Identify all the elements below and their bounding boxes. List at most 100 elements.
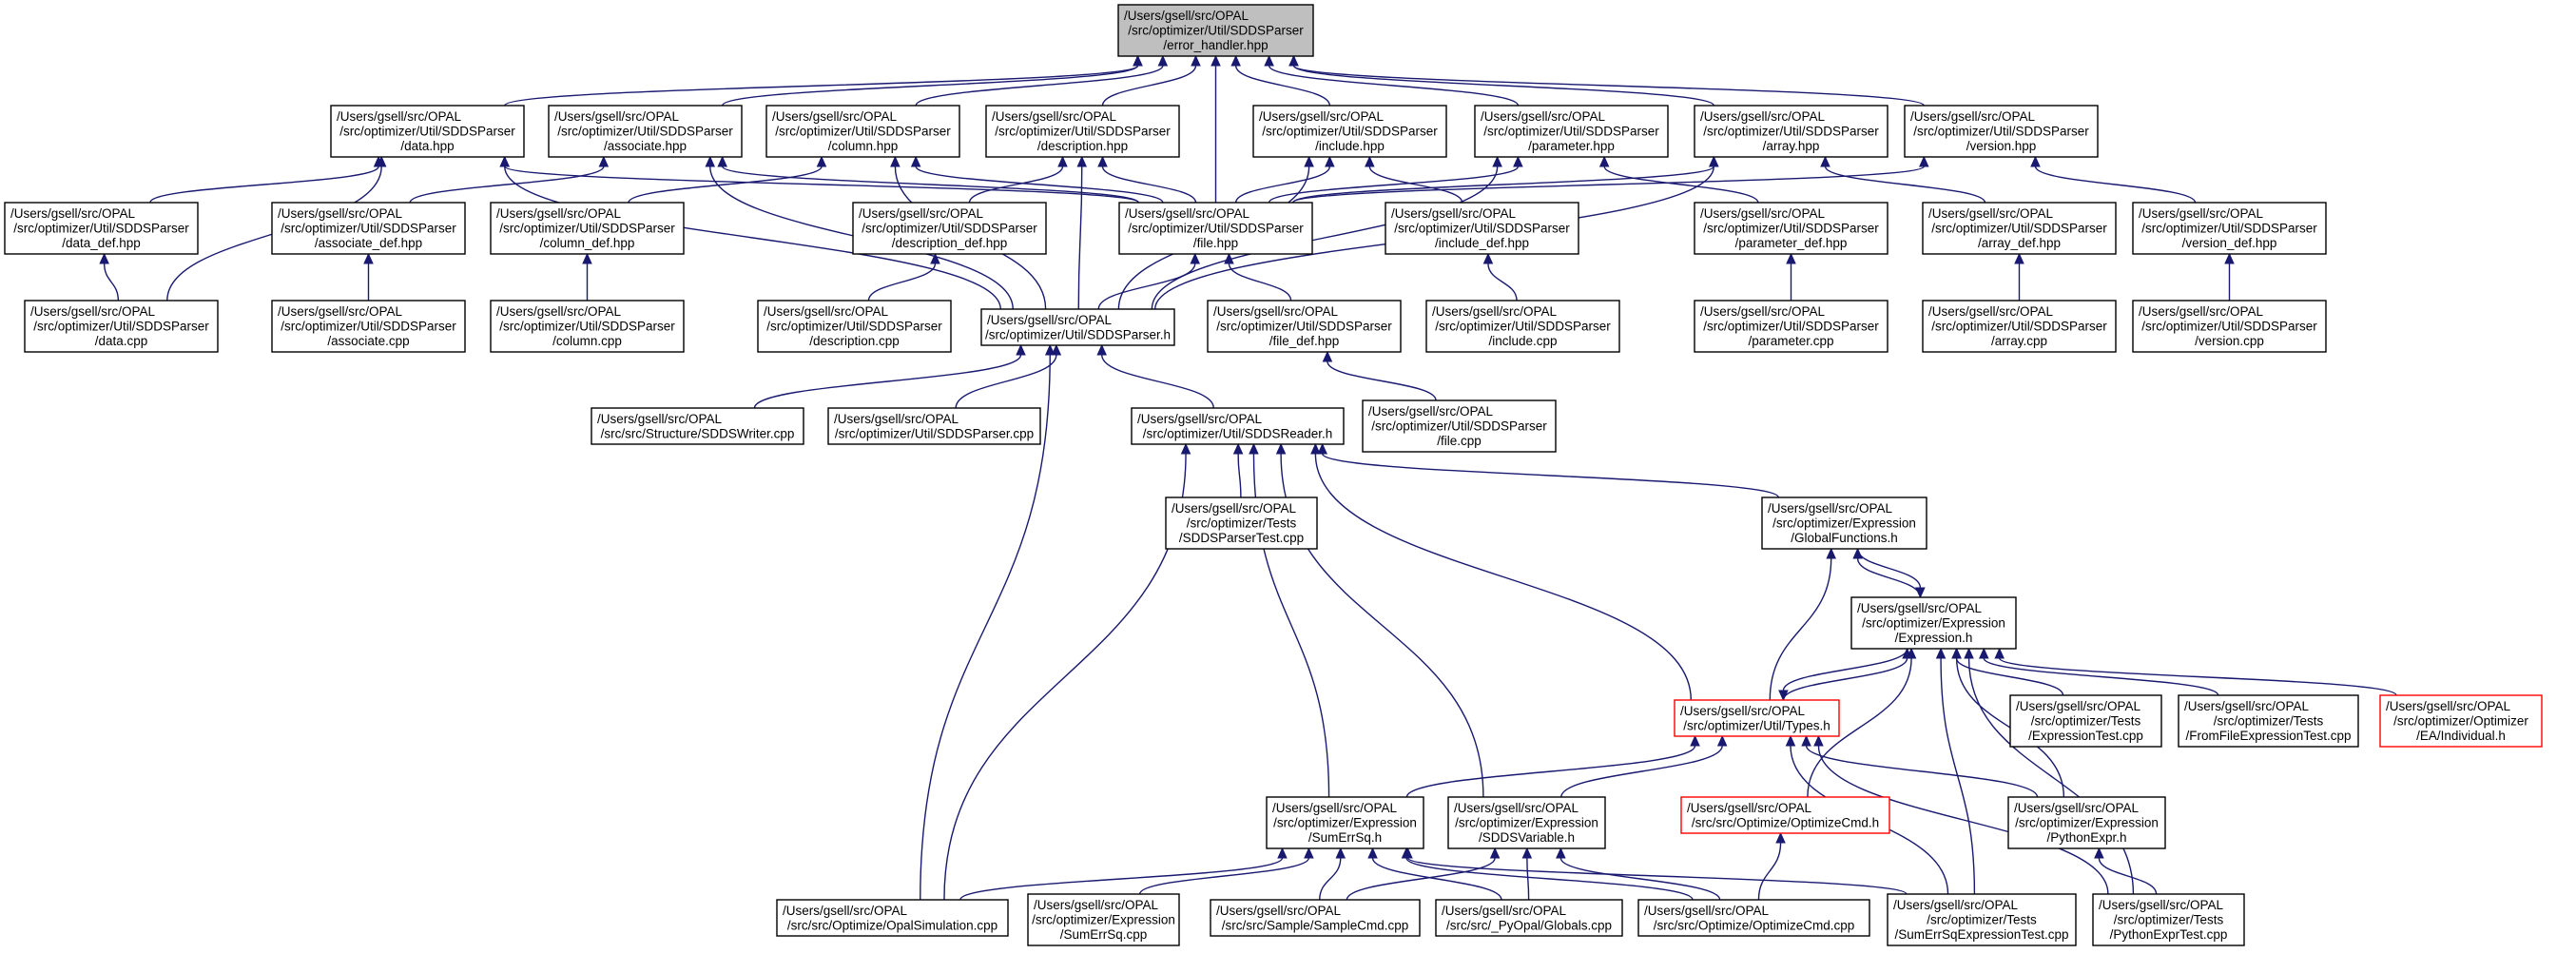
node-label-line: /Users/gsell/src/OPAL [30,304,156,319]
edge-line [149,165,379,204]
arrowhead [717,155,727,167]
node-sumerrsq-h[interactable]: /Users/gsell/src/OPAL/src/optimizer/Expr… [1266,796,1424,849]
node-description-hpp[interactable]: /Users/gsell/src/OPAL/src/optimizer/Util… [985,105,1180,158]
node-array-hpp[interactable]: /Users/gsell/src/OPAL/src/optimizer/Util… [1694,105,1888,158]
edge-line [1406,857,1908,895]
node-file-hpp[interactable]: /Users/gsell/src/OPAL/src/optimizer/Util… [1118,202,1313,255]
node-version-hpp[interactable]: /Users/gsell/src/OPAL/src/optimizer/Util… [1904,105,2099,158]
node-sddsvariable-h[interactable]: /Users/gsell/src/OPAL/src/optimizer/Expr… [1447,796,1606,849]
arrowhead [1275,442,1287,455]
node-include-def[interactable]: /Users/gsell/src/OPAL/src/optimizer/Util… [1385,202,1579,255]
node-sumerrsqtest[interactable]: /Users/gsell/src/OPAL/src/optimizer/Test… [1887,893,2077,946]
node-label-line: /Users/gsell/src/OPAL [1680,704,1806,718]
node-data-cpp[interactable]: /Users/gsell/src/OPAL/src/optimizer/Util… [24,300,219,353]
edge-expression-h-to-types-h [1778,648,1908,702]
node-box [490,300,685,353]
node-column-cpp[interactable]: /Users/gsell/src/OPAL/src/optimizer/Util… [490,300,685,353]
arrowhead [2094,847,2104,859]
node-expression-h[interactable]: /Users/gsell/src/OPAL/src/optimizer/Expr… [1850,596,2017,650]
node-label-line: /src/optimizer/Util/SDDSParser [1128,24,1304,38]
node-description-def[interactable]: /Users/gsell/src/OPAL/src/optimizer/Util… [852,202,1047,255]
node-array-cpp[interactable]: /Users/gsell/src/OPAL/src/optimizer/Util… [1922,300,2117,353]
arrowhead [1304,155,1314,167]
node-parameter-def[interactable]: /Users/gsell/src/OPAL/src/optimizer/Util… [1694,202,1888,255]
node-opalsimulation-cpp[interactable]: /Users/gsell/src/OPAL/src/src/Optimize/O… [776,899,1009,937]
node-label-line: /src/optimizer/Util/SDDSParser [1703,320,1879,334]
node-associate-cpp[interactable]: /Users/gsell/src/OPAL/src/optimizer/Util… [271,300,466,353]
edge-include-hpp-to-error-handler [1230,54,1331,107]
node-column-def[interactable]: /Users/gsell/src/OPAL/src/optimizer/Util… [490,202,685,255]
edge-line [968,165,1064,204]
node-label-line: /src/optimizer/Util/SDDSParser [2141,320,2317,334]
node-fromfiletest[interactable]: /Users/gsell/src/OPAL/src/optimizer/Test… [2178,694,2359,748]
node-include-hpp[interactable]: /Users/gsell/src/OPAL/src/optimizer/Util… [1252,105,1447,158]
node-globalfunctions-h[interactable]: /Users/gsell/src/OPAL/src/optimizer/Expr… [1761,496,1927,550]
node-column-hpp[interactable]: /Users/gsell/src/OPAL/src/optimizer/Util… [765,105,960,158]
node-optimizecmd-cpp[interactable]: /Users/gsell/src/OPAL/src/src/Optimize/O… [1637,899,1870,937]
edge-include-def-to-include-hpp [1365,155,1463,204]
node-label-line: /src/optimizer/Util/SDDSParser [862,222,1037,236]
node-types-h[interactable]: /Users/gsell/src/OPAL/src/optimizer/Util… [1674,699,1840,737]
node-optimizecmd-h[interactable]: /Users/gsell/src/OPAL/src/src/Optimize/O… [1680,796,1890,834]
node-label-line: /SDDSParserTest.cpp [1179,531,1304,545]
node-label-line: /src/optimizer/Util/SDDSParser [339,125,515,139]
arrowhead [1403,847,1413,859]
node-data-hpp[interactable]: /Users/gsell/src/OPAL/src/optimizer/Util… [330,105,525,158]
node-label-line: /src/optimizer/Optimizer [2393,714,2528,729]
edge-line [867,263,937,302]
node-version-cpp[interactable]: /Users/gsell/src/OPAL/src/optimizer/Util… [2132,300,2327,353]
node-box [1027,893,1180,946]
edge-file-hpp-to-description-hpp [1097,155,1197,204]
node-description-cpp[interactable]: /Users/gsell/src/OPAL/src/optimizer/Util… [757,300,952,353]
node-include-cpp[interactable]: /Users/gsell/src/OPAL/src/optimizer/Util… [1425,300,1620,353]
edge-optimizecmd-cpp-to-sddsvariable-h [1556,847,1721,901]
node-label-line: /src/optimizer/Util/SDDSParser [281,320,456,334]
node-associate-def[interactable]: /Users/gsell/src/OPAL/src/optimizer/Util… [271,202,466,255]
node-pythonexpr-h[interactable]: /Users/gsell/src/OPAL/src/optimizer/Expr… [2007,796,2166,849]
node-expressiontest[interactable]: /Users/gsell/src/OPAL/src/optimizer/Test… [2009,694,2162,748]
node-sddsparsertest[interactable]: /Users/gsell/src/OPAL/src/optimizer/Test… [1165,496,1318,550]
edge-sddsparser-h-to-file-hpp [1097,252,1201,310]
node-sddsreader-h[interactable]: /Users/gsell/src/OPAL/src/optimizer/Util… [1131,407,1345,445]
edge-column-hpp-to-error-handler [915,54,1169,107]
node-sddsparser-cpp[interactable]: /Users/gsell/src/OPAL/src/optimizer/Util… [827,407,1041,445]
arrowhead [499,155,510,167]
node-label-line: /src/optimizer/Util/SDDSParser [766,320,942,334]
node-sddsparser-h[interactable]: /Users/gsell/src/OPAL/src/optimizer/Util… [980,308,1175,346]
node-globals-cpp[interactable]: /Users/gsell/src/OPAL/src/src/_PyOpal/Gl… [1435,899,1623,937]
node-box [2009,694,2162,748]
node-sumerrsq-cpp[interactable]: /Users/gsell/src/OPAL/src/optimizer/Expr… [1027,893,1180,946]
node-array-def[interactable]: /Users/gsell/src/OPAL/src/optimizer/Util… [1922,202,2117,255]
node-label-line: /array.hpp [1763,139,1820,153]
arrowhead [1057,155,1068,167]
node-parameter-hpp[interactable]: /Users/gsell/src/OPAL/src/optimizer/Util… [1474,105,1669,158]
arrowhead [1994,647,2005,659]
node-error-handler[interactable]: /Users/gsell/src/OPAL/src/optimizer/Util… [1117,4,1314,57]
node-parameter-cpp[interactable]: /Users/gsell/src/OPAL/src/optimizer/Util… [1694,300,1888,353]
edge-line [722,165,1139,204]
edge-file-hpp-to-error-handler [1211,54,1221,204]
node-file-cpp[interactable]: /Users/gsell/src/OPAL/src/optimizer/Util… [1362,399,1557,453]
node-label-line: /file.hpp [1193,236,1238,250]
edge-line [1757,842,1782,901]
node-associate-hpp[interactable]: /Users/gsell/src/OPAL/src/optimizer/Util… [548,105,743,158]
node-individual-h[interactable]: /Users/gsell/src/OPAL/src/optimizer/Opti… [2379,694,2543,748]
arrowhead [1826,547,1836,559]
edge-line [1268,65,1520,107]
node-samplecmd-cpp[interactable]: /Users/gsell/src/OPAL/src/src/Sample/Sam… [1210,899,1421,937]
edge-line [1138,857,1310,895]
edge-samplecmd-cpp-to-sddsvariable-h [1346,847,1501,901]
edge-file-hpp-to-associate-hpp [717,155,1139,204]
arrowhead [1211,54,1221,67]
node-pythonexprtest[interactable]: /Users/gsell/src/OPAL/src/optimizer/Test… [2092,893,2245,946]
edge-line [1603,165,1759,204]
node-label-line: /Users/gsell/src/OPAL [10,206,136,221]
node-sddswriter-cpp[interactable]: /Users/gsell/src/OPAL/src/src/Structure/… [591,407,804,445]
node-data-def[interactable]: /Users/gsell/src/OPAL/src/optimizer/Util… [4,202,199,255]
node-label-line: /Users/gsell/src/OPAL [1137,412,1263,426]
node-file-def[interactable]: /Users/gsell/src/OPAL/src/optimizer/Util… [1207,300,1402,353]
edge-globalfunctions-h-to-sddsreader-h [1317,442,1779,498]
node-label-line: /src/optimizer/Tests [2031,714,2141,729]
edge-line [1292,65,1714,107]
node-version-def[interactable]: /Users/gsell/src/OPAL/src/optimizer/Util… [2132,202,2327,255]
